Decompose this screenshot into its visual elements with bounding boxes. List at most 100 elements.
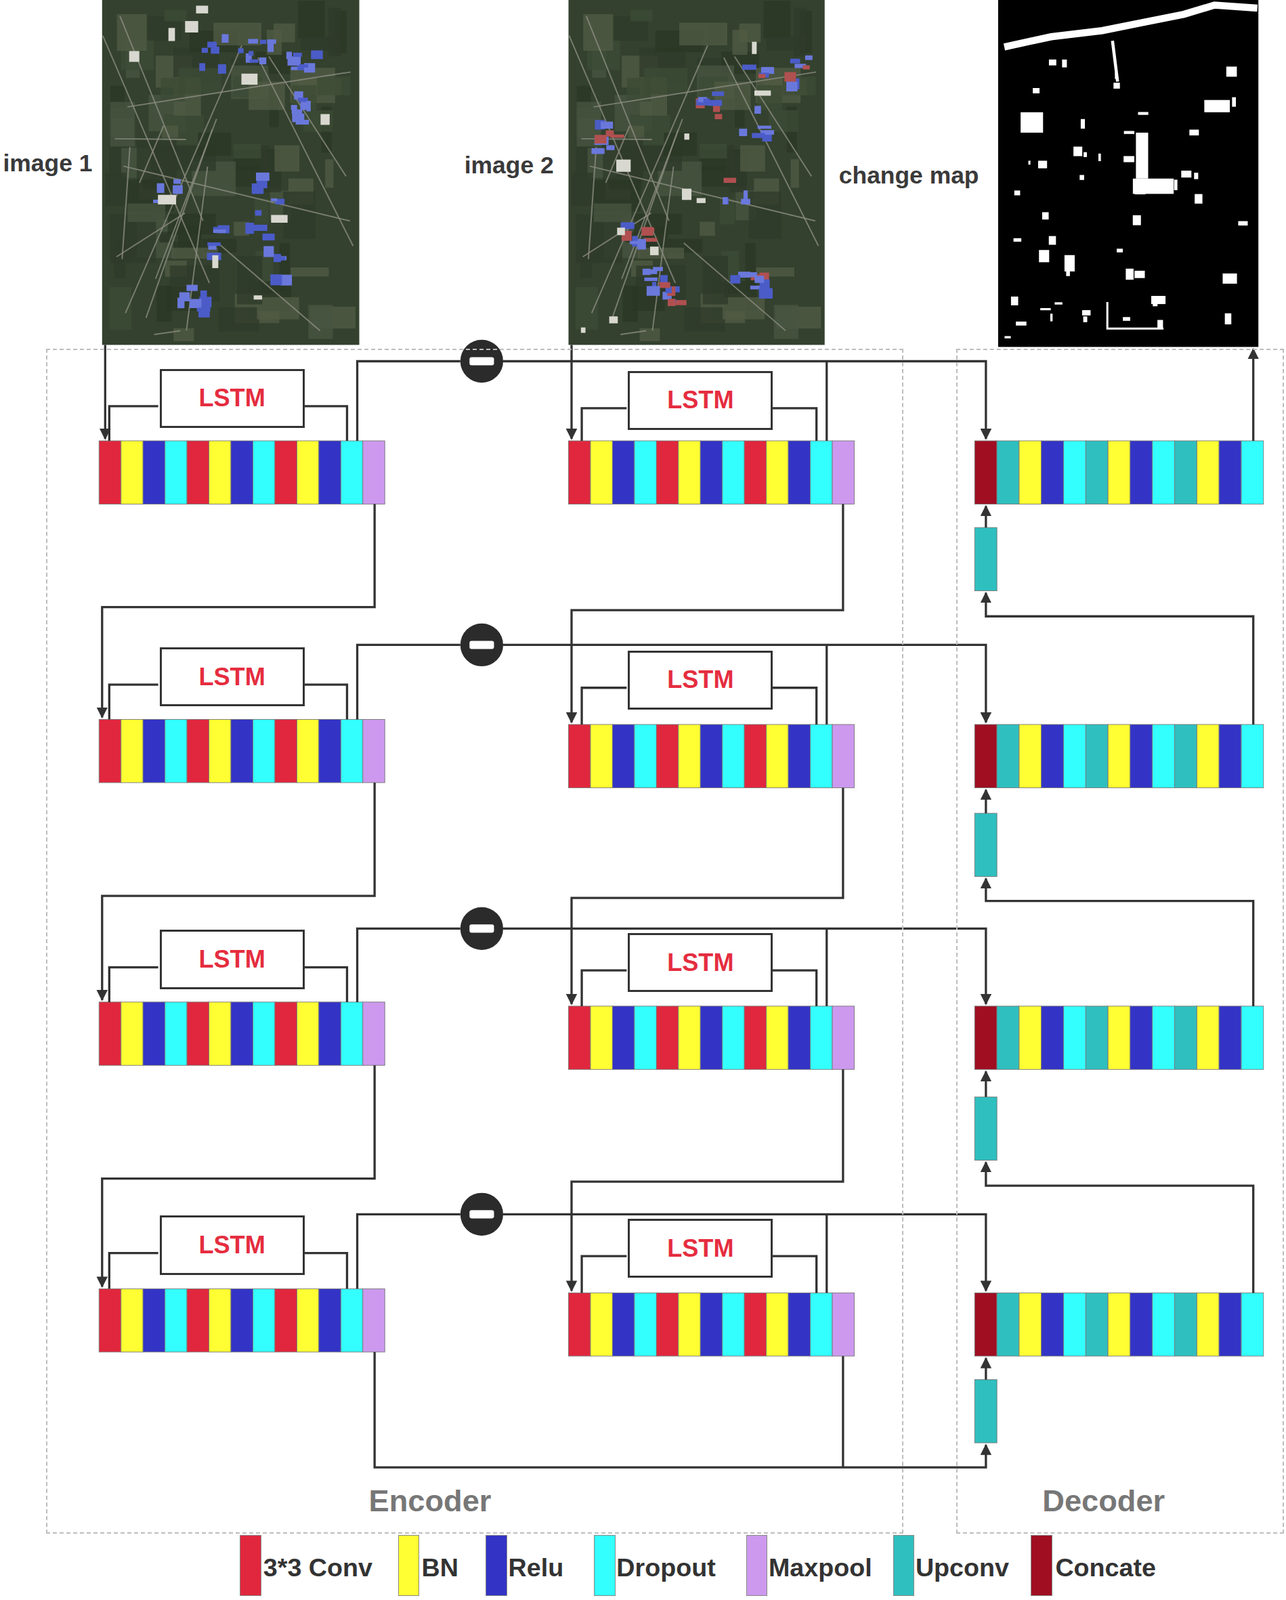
terrain-patch [679,23,728,46]
terrain-patch [290,267,329,277]
terrain-patch [575,287,598,330]
layer-block [98,1002,121,1066]
terrain-patch [283,191,316,240]
layer-block [252,440,275,504]
region-box: Decoder [956,348,1284,1534]
roof [637,239,647,250]
building [157,195,177,205]
roof [260,39,267,45]
layer-block [788,1292,810,1356]
layer-block [1218,440,1242,504]
layer-block [230,1002,253,1066]
layer-block [744,440,766,504]
layer-block [1085,440,1108,504]
changed-area [1151,295,1166,305]
layer-stack [98,440,385,504]
layer-block [1152,724,1175,788]
layer-block [832,724,854,788]
layer-block [788,1006,810,1070]
terrain-patch [732,29,748,55]
wire [986,593,1254,725]
layer-block [252,1002,275,1066]
layer-block [1174,1006,1198,1070]
changed-area [1014,190,1021,196]
roof [641,226,653,236]
layer-block [1196,1006,1219,1070]
building [609,316,619,324]
road [127,71,351,107]
layer-block [186,719,209,783]
changed-area [1020,112,1043,133]
lstm-box: LSTM [627,650,773,710]
wire [109,967,158,1003]
layer-block [1218,1292,1242,1356]
layer-block [121,440,143,504]
layer-block [656,440,678,504]
layer-block [1130,440,1153,504]
layer-block [1041,440,1064,504]
changed-area [1040,308,1051,311]
changed-area [1065,266,1070,277]
layer-block [722,724,745,788]
changed-area [1054,302,1062,305]
change-map-image [998,0,1259,347]
region-label: Encoder [369,1485,492,1519]
layer-block [634,1292,657,1356]
terrain-patch [790,159,800,188]
image-ground [102,0,360,345]
subtract-bar [469,356,494,366]
roof [743,190,748,200]
changed-area [1138,111,1149,115]
legend-swatch [746,1535,768,1597]
layer-block [98,719,121,783]
roof [786,81,798,92]
layer-block [634,1006,657,1070]
layer-block [1107,440,1131,504]
layer-block [810,440,833,504]
layer-block [810,724,833,788]
roof [299,64,309,68]
terrain-patch [193,264,221,302]
layer-block [1063,440,1087,504]
changed-area [1083,316,1088,323]
roof [802,65,810,70]
roof [270,198,277,202]
legend-swatch [239,1535,262,1597]
layer-block [142,440,165,504]
legend-label: Concate [1055,1554,1156,1583]
roof [754,275,764,284]
roof [177,297,185,309]
changed-area [1237,221,1248,226]
layer-stack [974,1292,1263,1356]
layer-block [766,1292,789,1356]
terrain-patch [167,213,217,235]
layer-block [612,724,634,788]
wire [571,503,844,723]
layer-block [568,440,590,504]
upconv-block [974,527,997,591]
layer-block [722,1292,745,1356]
change-map-ground [998,0,1259,347]
terrain-patch [308,304,333,339]
roof [674,299,687,306]
layer-block [252,1288,275,1352]
road [568,35,676,284]
layer-block [1152,1006,1175,1070]
terrain-patch [633,213,682,235]
wire [841,1356,844,1468]
changed-area [1038,249,1049,263]
changed-area [1028,160,1031,165]
layer-block [165,719,187,783]
terrain-patch [639,328,661,342]
layer-block [1063,1006,1087,1070]
lstm-label: LSTM [667,666,734,694]
road [723,57,819,246]
subtract-symbol [460,907,504,951]
roof [189,299,202,309]
roof [703,98,710,104]
layer-block [744,1292,766,1356]
layer-block [296,719,319,783]
layer-block [1152,440,1175,504]
subtract-symbol [460,623,504,667]
layer-block [165,440,187,504]
